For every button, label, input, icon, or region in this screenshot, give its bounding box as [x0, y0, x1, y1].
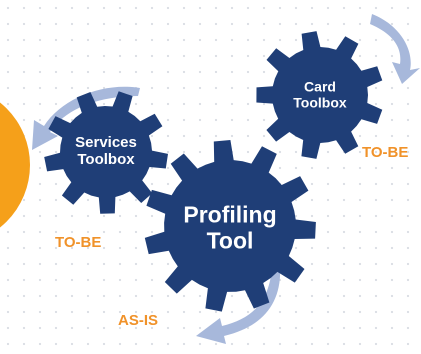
arrow-bottom-right: [196, 266, 281, 344]
profiling-state-label: AS-IS: [118, 312, 159, 329]
services-line2: Toolbox: [77, 151, 135, 168]
card-toolbox-label: Card Toolbox: [293, 79, 346, 110]
profiling-line2: Tool: [206, 227, 254, 253]
card-state-label: TO-BE: [362, 144, 409, 161]
card-toolbox-gear: [256, 31, 383, 159]
profiling-tool-label: Profiling Tool: [183, 201, 277, 254]
card-line1: Card: [304, 78, 336, 95]
services-state-label: TO-BE: [55, 234, 102, 251]
orange-accent-circle: [0, 102, 30, 228]
services-toolbox-gear: [44, 91, 169, 214]
card-line2: Toolbox: [293, 94, 347, 110]
profiling-tool-gear: [144, 140, 316, 312]
profiling-line1: Profiling: [183, 201, 277, 228]
services-toolbox-label: Services Toolbox: [75, 134, 137, 169]
services-line1: Services: [75, 134, 137, 152]
arrow-top-right: [370, 14, 420, 84]
